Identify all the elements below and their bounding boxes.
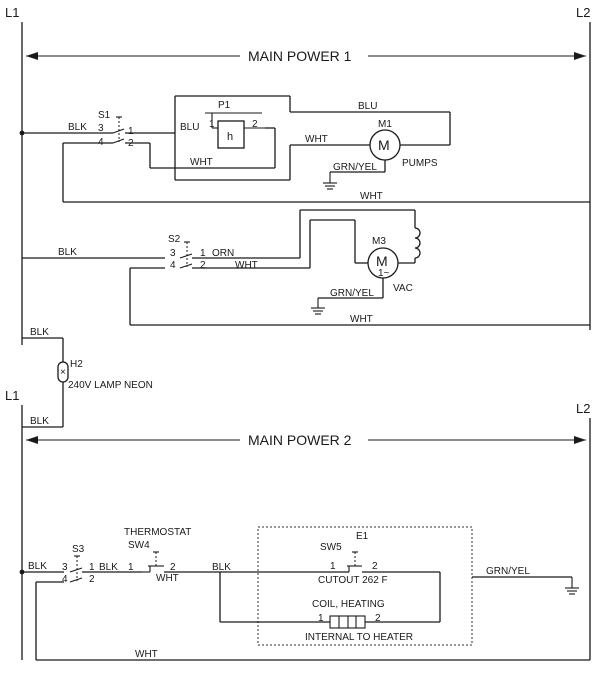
p1-symbol: h <box>227 131 233 143</box>
wire-label-wht: WHT <box>235 260 258 271</box>
wire-label-wht: WHT <box>360 191 383 202</box>
ground-icon <box>323 172 337 190</box>
s3-terminal-3: 3 <box>62 562 68 573</box>
s1-terminal-1: 1 <box>128 126 134 137</box>
s3-label: S3 <box>72 544 85 555</box>
switch-s2 <box>179 241 193 269</box>
thermostat-label: THERMOSTAT <box>124 527 191 538</box>
wire-label-grn-yel: GRN/YEL <box>486 566 530 577</box>
s2-terminal-4: 4 <box>170 260 176 271</box>
rail-l2-top: L2 <box>576 5 590 20</box>
main-power-2-label: MAIN POWER 2 <box>248 432 352 448</box>
wire-label-orn: ORN <box>212 248 234 259</box>
sw4-label: SW4 <box>128 540 150 551</box>
ground-icon <box>565 577 579 595</box>
h2-description: 240V LAMP NEON <box>68 380 153 391</box>
coil-inductor-icon <box>414 227 421 259</box>
coil-terminal-1: 1 <box>318 613 324 624</box>
sw4-terminal-1: 1 <box>128 562 134 573</box>
coil-terminal-2: 2 <box>375 613 381 624</box>
e1-heater-enclosure <box>257 526 473 646</box>
h2-label: H2 <box>70 359 83 370</box>
wire-label-grn-yel: GRN/YEL <box>330 288 374 299</box>
rail-l1-top: L1 <box>5 5 19 20</box>
internal-label: INTERNAL TO HEATER <box>305 632 413 643</box>
wire-label-wht: WHT <box>350 314 373 325</box>
sw5-terminal-2: 2 <box>372 561 378 572</box>
main-power-2-arrow <box>26 436 586 444</box>
wire-label-wht: WHT <box>156 573 179 584</box>
s1-terminal-3: 3 <box>98 123 104 134</box>
s3-terminal-1: 1 <box>89 562 95 573</box>
wire-label-wht: WHT <box>190 157 213 168</box>
wire-label-wht: WHT <box>135 649 158 660</box>
s3-terminal-4: 4 <box>62 574 68 585</box>
main-power-1-arrow <box>26 52 586 60</box>
p1-label: P1 <box>218 100 231 111</box>
m1-pumps-label: PUMPS <box>402 158 438 169</box>
s2-terminal-1: 1 <box>200 248 206 259</box>
wire-label-grn-yel: GRN/YEL <box>333 162 377 173</box>
m1-symbol: M <box>378 137 390 153</box>
s2-terminal-2: 2 <box>200 260 206 271</box>
s1-label: S1 <box>98 110 111 121</box>
sw4-terminal-2: 2 <box>170 562 176 573</box>
p1-terminal-1: 1 <box>209 119 215 130</box>
ground-icon <box>311 298 325 315</box>
p1-terminal-2: 2 <box>252 119 258 130</box>
switch-s3 <box>69 555 83 583</box>
switch-sw5-cutout <box>347 551 362 572</box>
h2-lamp-mark: × <box>60 367 66 378</box>
wire-label-blk: BLK <box>212 562 231 573</box>
s2-terminal-3: 3 <box>170 248 176 259</box>
heating-coil-icon <box>329 615 366 629</box>
switch-s1 <box>112 116 125 144</box>
cutout-label: CUTOUT 262 F <box>318 575 388 586</box>
wire-label-blu: BLU <box>358 101 377 112</box>
main-power-1-label: MAIN POWER 1 <box>248 48 352 64</box>
m3-label: M3 <box>372 236 386 247</box>
s3-terminal-2: 2 <box>89 574 95 585</box>
sw5-label: SW5 <box>320 542 342 553</box>
m3-symbol: M <box>376 253 388 269</box>
wire-label-blk: BLK <box>30 416 49 427</box>
m3-vac-label: VAC <box>393 283 413 294</box>
wire-label-blk: BLK <box>68 122 87 133</box>
m3-phase: 1~ <box>378 268 390 279</box>
s2-label: S2 <box>168 234 181 245</box>
m1-label: M1 <box>378 119 392 130</box>
rail-l2-bottom: L2 <box>576 401 590 416</box>
sw5-terminal-1: 1 <box>330 561 336 572</box>
rail-l1-bottom: L1 <box>5 388 19 403</box>
wire-label-blk: BLK <box>28 561 47 572</box>
wire-label-wht: WHT <box>305 134 328 145</box>
p1-box <box>217 120 245 149</box>
coil-label: COIL, HEATING <box>312 599 385 610</box>
switch-sw4 <box>142 551 164 573</box>
e1-label: E1 <box>356 531 369 542</box>
wire-label-blu: BLU <box>180 122 199 133</box>
wire-label-blk: BLK <box>99 562 118 573</box>
wire-label-blk: BLK <box>30 327 49 338</box>
wire-label-blk: BLK <box>58 247 77 258</box>
